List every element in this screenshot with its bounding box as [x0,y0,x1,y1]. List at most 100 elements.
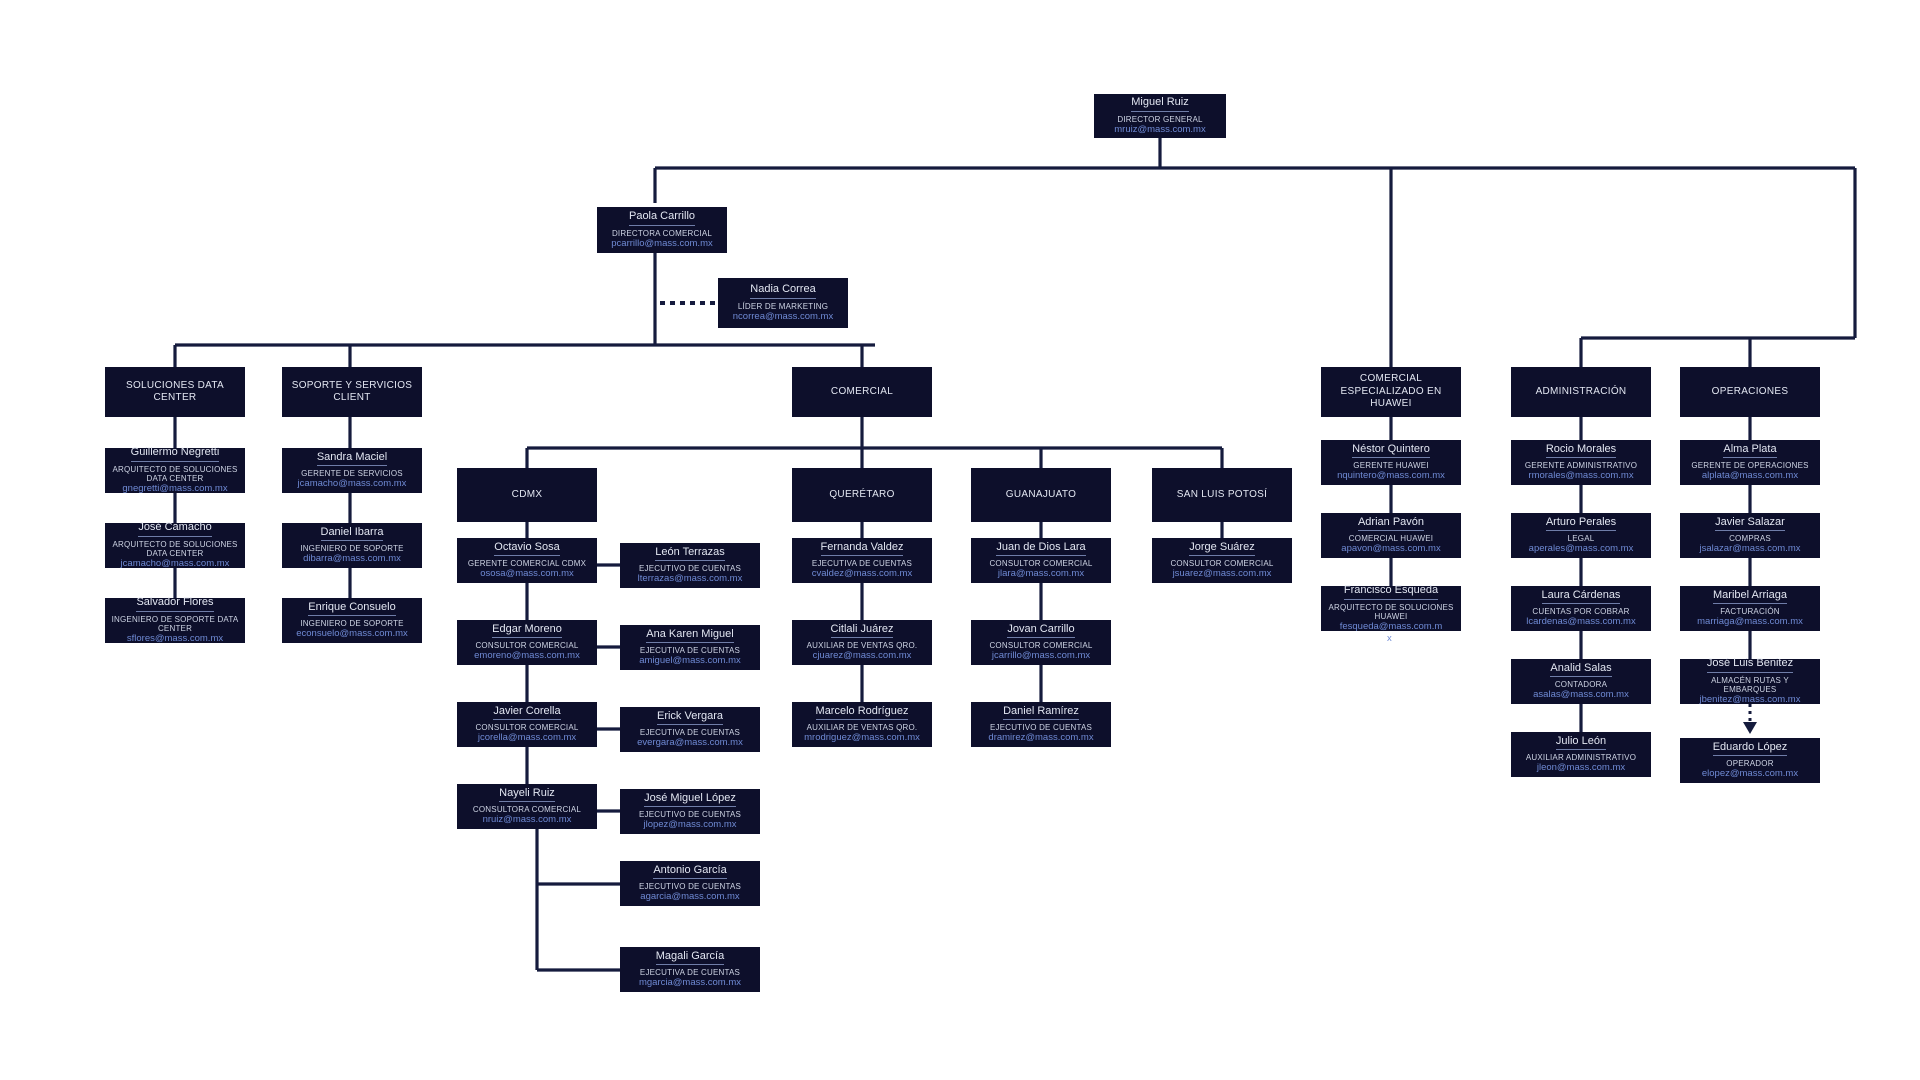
node-javier-salazar[interactable]: Javier Salazar COMPRAS jsalazar@mass.com… [1680,513,1820,558]
node-laura-cardenas[interactable]: Laura Cárdenas CUENTAS POR COBRAR lcarde… [1511,586,1651,631]
unit-label: SAN LUIS POTOSÍ [1176,488,1268,500]
node-jose-camacho[interactable]: José Camacho ARQUITECTO DE SOLUCIONES DA… [105,521,245,569]
person-title: OPERADOR [1726,759,1774,769]
node-julio-leon[interactable]: Julio León AUXILIAR ADMINISTRATIVO jleon… [1511,732,1651,777]
person-title: CONTADORA [1554,680,1608,690]
node-guillermo-negretti[interactable]: Guillermo Negretti ARQUITECTO DE SOLUCIO… [105,446,245,494]
person-title: DIRECTOR GENERAL [1117,114,1203,124]
person-name: Miguel Ruiz [1131,96,1189,112]
person-name: Ana Karen Miguel [646,628,734,644]
person-title: GERENTE DE OPERACIONES [1691,461,1809,471]
person-email: mgarcia@mass.com.mx [638,977,742,989]
node-rocio-morales[interactable]: Rocio Morales GERENTE ADMINISTRATIVO rmo… [1511,440,1651,485]
person-title: INGENIERO DE SOPORTE [300,619,404,629]
node-javier-corella[interactable]: Javier Corella CONSULTOR COMERCIAL jcore… [457,702,597,747]
unit-label: COMERCIAL ESPECIALIZADO EN HUAWEI [1340,373,1442,410]
node-nadia-correa[interactable]: Nadia Correa LÍDER DE MARKETING ncorrea@… [718,278,848,328]
node-nestor-quintero[interactable]: Néstor Quintero GERENTE HUAWEI nquintero… [1321,440,1461,485]
person-email: nruiz@mass.com.mx [482,814,572,826]
node-magali-garcia[interactable]: Magali García EJECUTIVA DE CUENTAS mgarc… [620,947,760,992]
person-email: jleon@mass.com.mx [1536,762,1626,774]
node-antonio-garcia[interactable]: Antonio García EJECUTIVO DE CUENTAS agar… [620,861,760,906]
node-leon-terrazas[interactable]: León Terrazas EJECUTIVO DE CUENTAS lterr… [620,543,760,588]
node-adrian-pavon[interactable]: Adrian Pavón COMERCIAL HUAWEI apavon@mas… [1321,513,1461,558]
person-name: Javier Corella [493,705,561,721]
person-name: Jorge Suárez [1189,541,1255,557]
node-ana-karen-miguel[interactable]: Ana Karen Miguel EJECUTIVA DE CUENTAS am… [620,625,760,670]
unit-comercial-huawei[interactable]: COMERCIAL ESPECIALIZADO EN HUAWEI [1321,367,1461,417]
node-edgar-moreno[interactable]: Edgar Moreno CONSULTOR COMERCIAL emoreno… [457,620,597,665]
person-title: CONSULTOR COMERCIAL [475,641,579,651]
node-eduardo-lopez[interactable]: Eduardo López OPERADOR elopez@mass.com.m… [1680,738,1820,783]
unit-soluciones-data-center[interactable]: SOLUCIONES DATA CENTER [105,367,245,417]
node-maribel-arriaga[interactable]: Maribel Arriaga FACTURACIÓN marriaga@mas… [1680,586,1820,631]
person-email: cvaldez@mass.com.mx [811,568,913,580]
person-title: LEGAL [1567,534,1595,544]
person-email: pcarrillo@mass.com.mx [611,237,713,249]
person-title: GERENTE DE SERVICIOS [301,469,403,479]
unit-queretaro[interactable]: QUERÉTARO [792,468,932,522]
person-email: ososa@mass.com.mx [480,568,574,580]
node-octavio-sosa[interactable]: Octavio Sosa GERENTE COMERCIAL CDMX osos… [457,538,597,583]
person-email: lcardenas@mass.com.mx [1526,616,1636,628]
unit-guanajuato[interactable]: GUANAJUATO [971,468,1111,522]
node-enrique-consuelo[interactable]: Enrique Consuelo INGENIERO DE SOPORTE ec… [282,598,422,643]
node-salvador-flores[interactable]: Salvador Flores INGENIERO DE SOPORTE DAT… [105,596,245,644]
person-title: ALMACÉN RUTAS Y EMBARQUES [1711,675,1789,694]
node-daniel-ramirez[interactable]: Daniel Ramírez EJECUTIVO DE CUENTAS dram… [971,702,1111,747]
node-jose-miguel-lopez[interactable]: José Miguel López EJECUTIVO DE CUENTAS j… [620,789,760,834]
node-erick-vergara[interactable]: Erick Vergara EJECUTIVA DE CUENTAS everg… [620,707,760,752]
person-name: Marcelo Rodríguez [815,705,909,721]
node-fernanda-valdez[interactable]: Fernanda Valdez EJECUTIVA DE CUENTAS cva… [792,538,932,583]
node-francisco-esqueda[interactable]: Francisco Esqueda ARQUITECTO DE SOLUCION… [1321,584,1461,644]
node-analid-salas[interactable]: Analid Salas CONTADORA asalas@mass.com.m… [1511,659,1651,704]
person-email: jlara@mass.com.mx [997,568,1085,580]
node-juan-de-dios-lara[interactable]: Juan de Dios Lara CONSULTOR COMERCIAL jl… [971,538,1111,583]
unit-soporte-servicios-client[interactable]: SOPORTE Y SERVICIOS CLIENT [282,367,422,417]
arrowhead-operador [1743,722,1757,734]
person-name: Guillermo Negretti [130,446,220,462]
unit-san-luis-potosi[interactable]: SAN LUIS POTOSÍ [1152,468,1292,522]
person-name: Erick Vergara [656,710,724,726]
node-alma-plata[interactable]: Alma Plata GERENTE DE OPERACIONES alplat… [1680,440,1820,485]
person-name: Laura Cárdenas [1541,589,1621,605]
node-nayeli-ruiz[interactable]: Nayeli Ruiz CONSULTORA COMERCIAL nruiz@m… [457,784,597,829]
person-email: econsuelo@mass.com.mx [296,628,408,640]
person-name: José Miguel López [644,792,736,808]
unit-operaciones[interactable]: OPERACIONES [1680,367,1820,417]
person-email: jcarrillo@mass.com.mx [991,650,1091,662]
person-title: AUXILIAR DE VENTAS QRO. [806,723,918,733]
node-jovan-carrillo[interactable]: Jovan Carrillo CONSULTOR COMERCIAL jcarr… [971,620,1111,665]
unit-cdmx[interactable]: CDMX [457,468,597,522]
node-jorge-suarez[interactable]: Jorge Suárez CONSULTOR COMERCIAL jsuarez… [1152,538,1292,583]
unit-administracion[interactable]: ADMINISTRACIÓN [1511,367,1651,417]
person-email: jsalazar@mass.com.mx [1699,543,1801,555]
node-paola-carrillo[interactable]: Paola Carrillo DIRECTORA COMERCIAL pcarr… [597,207,727,253]
node-jose-luis-benitez[interactable]: José Luis Benitez ALMACÉN RUTAS Y EMBARQ… [1680,657,1820,706]
person-name: Arturo Perales [1545,516,1617,532]
person-name: Maribel Arriaga [1713,589,1787,605]
person-title: COMERCIAL HUAWEI [1348,534,1434,544]
person-name: Nayeli Ruiz [499,787,555,803]
person-name: José Luis Benitez [1706,657,1794,673]
person-title: EJECUTIVO DE CUENTAS [989,723,1093,733]
node-miguel-ruiz[interactable]: Miguel Ruiz DIRECTOR GENERAL mruiz@mass.… [1094,94,1226,138]
person-email: jbenitez@mass.com.mx [1699,694,1801,706]
person-name: Eduardo López [1712,741,1788,757]
node-daniel-ibarra[interactable]: Daniel Ibarra INGENIERO DE SOPORTE dibar… [282,523,422,568]
person-title: INGENIERO DE SOPORTE DATA CENTER [111,614,239,633]
person-name: Rocio Morales [1545,443,1617,459]
node-citlali-juarez[interactable]: Citlali Juárez AUXILIAR DE VENTAS QRO. c… [792,620,932,665]
person-email: evergara@mass.com.mx [637,737,743,749]
person-name: Jovan Carrillo [1007,623,1075,639]
person-title: FACTURACIÓN [1720,607,1780,617]
unit-comercial[interactable]: COMERCIAL [792,367,932,417]
person-name: Alma Plata [1723,443,1777,459]
unit-label: CDMX [511,488,543,500]
person-name: Octavio Sosa [494,541,560,557]
node-arturo-perales[interactable]: Arturo Perales LEGAL aperales@mass.com.m… [1511,513,1651,558]
node-sandra-maciel[interactable]: Sandra Maciel GERENTE DE SERVICIOS jcama… [282,448,422,493]
person-email: alplata@mass.com.mx [1701,470,1799,482]
node-marcelo-rodriguez[interactable]: Marcelo Rodríguez AUXILIAR DE VENTAS QRO… [792,702,932,747]
